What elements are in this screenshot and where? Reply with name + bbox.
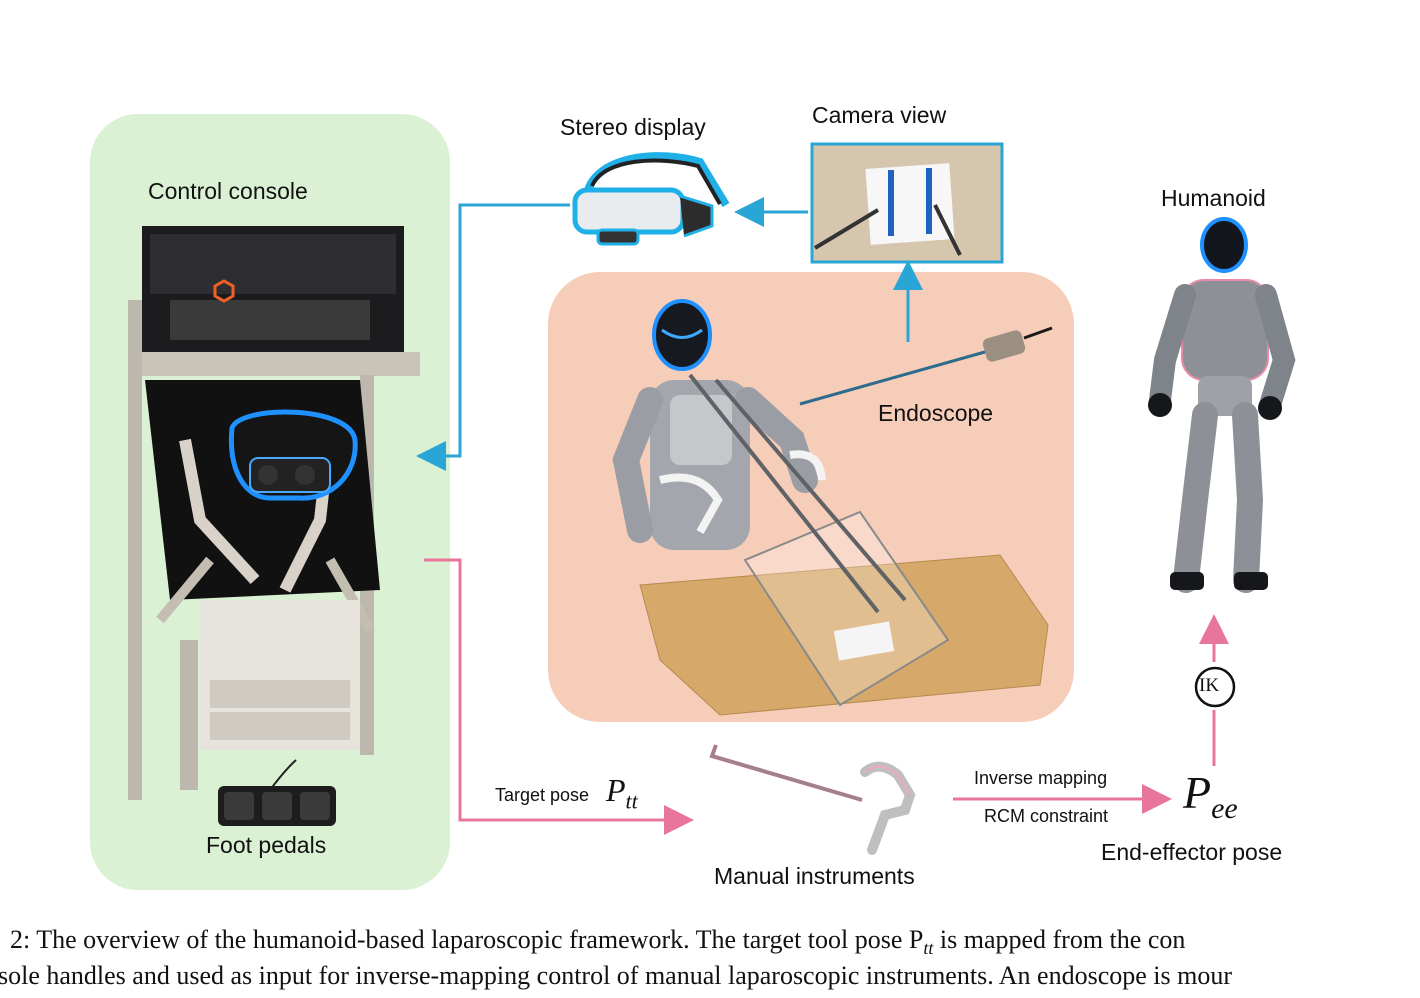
foot-pedals-illustration bbox=[218, 760, 336, 826]
humanoid-standing-illustration bbox=[1148, 219, 1284, 590]
target-pose-symbol: Ptt bbox=[606, 772, 638, 814]
stereo-display-illustration bbox=[575, 156, 726, 244]
inverse-mapping-label: Inverse mapping bbox=[974, 768, 1107, 789]
control-console-illustration bbox=[128, 226, 420, 800]
ik-label: IK bbox=[1199, 675, 1219, 697]
target-pose-label: Target pose bbox=[495, 785, 589, 806]
endoscope-illustration bbox=[800, 328, 1052, 404]
manual-instruments-illustration bbox=[712, 745, 910, 850]
endoscope-label: Endoscope bbox=[878, 400, 993, 427]
humanoid-surgery-scene bbox=[626, 301, 1048, 715]
figure-caption-line-2: sole handles and used as input for inver… bbox=[0, 958, 1420, 994]
control-console-label: Control console bbox=[148, 178, 308, 205]
arrow-console-to-display bbox=[422, 205, 570, 456]
rcm-constraint-label: RCM constraint bbox=[984, 806, 1108, 827]
end-effector-symbol: Pee bbox=[1183, 766, 1238, 826]
camera-view-label: Camera view bbox=[812, 102, 946, 129]
stereo-display-label: Stereo display bbox=[560, 114, 706, 141]
foot-pedals-label: Foot pedals bbox=[206, 832, 326, 859]
camera-view-image bbox=[812, 144, 1002, 262]
humanoid-label: Humanoid bbox=[1161, 185, 1266, 212]
end-effector-pose-label: End-effector pose bbox=[1101, 839, 1282, 866]
manual-instruments-label: Manual instruments bbox=[714, 863, 915, 890]
